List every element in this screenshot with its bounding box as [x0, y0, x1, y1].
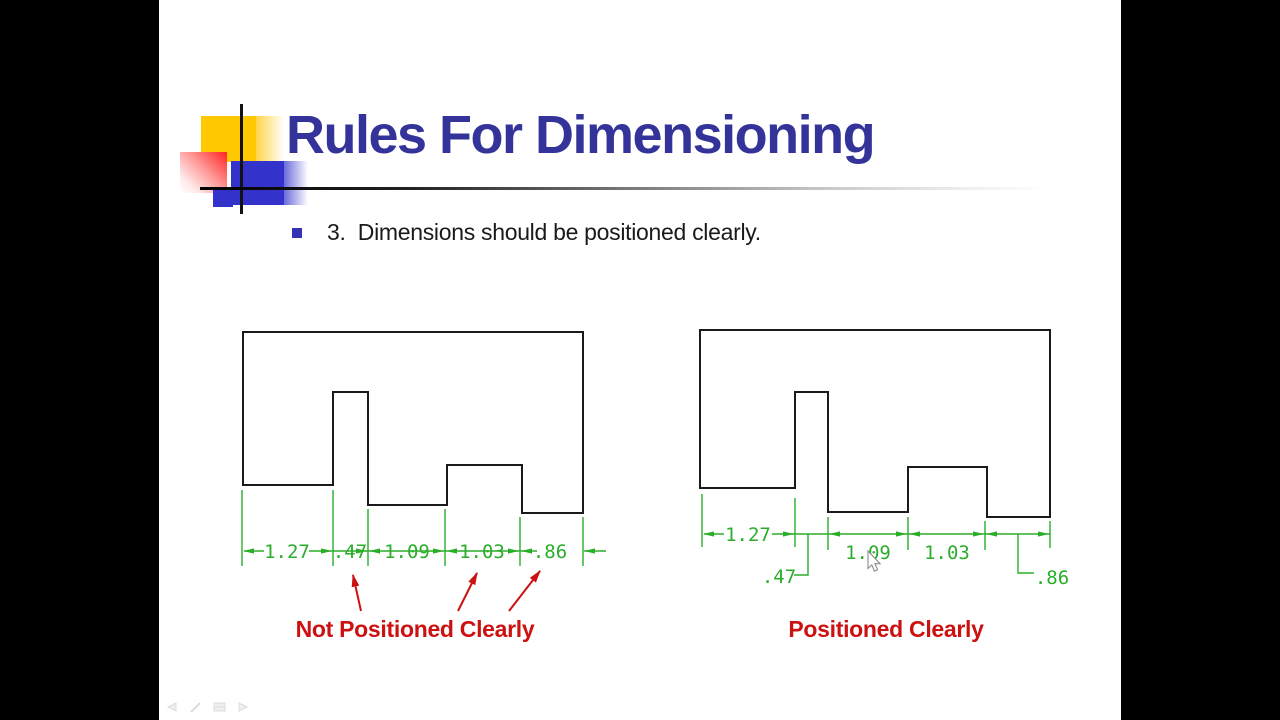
left-dimension-arrowheads	[243, 548, 595, 554]
previous-slide-icon[interactable]	[163, 700, 180, 714]
left-dim-1-09: 1.09	[384, 541, 430, 563]
right-dim-86: .86	[1035, 567, 1069, 589]
left-drawing-label: Not Positioned Clearly	[295, 616, 535, 642]
left-dim-1-03: 1.03	[459, 541, 505, 563]
mouse-cursor	[867, 549, 882, 572]
slideshow-toolbar	[163, 700, 263, 718]
logo-yellow-fade	[256, 116, 284, 162]
bullet-text: 3. Dimensions should be positioned clear…	[327, 219, 761, 245]
slide-title: Rules For Dimensioning	[286, 105, 876, 165]
logo-crosshair-line	[240, 104, 243, 214]
right-part-outline	[699, 329, 1051, 518]
right-dim-47: .47	[762, 566, 796, 588]
logo-blue-small-square	[213, 190, 233, 207]
right-dimension-arrowheads	[703, 531, 1049, 537]
red-callout-arrows	[351, 569, 541, 612]
right-drawing-label: Positioned Clearly	[788, 616, 984, 642]
bullet-icon	[292, 228, 302, 238]
title-divider-rule	[200, 187, 1050, 190]
slide-menu-icon[interactable]	[211, 700, 228, 714]
logo-blue-fade	[284, 161, 308, 205]
left-part-outline	[242, 331, 584, 514]
right-dim-1-03: 1.03	[924, 542, 970, 564]
left-dim-47: .47	[333, 541, 367, 563]
left-dim-1-27: 1.27	[264, 541, 310, 563]
pen-icon[interactable]	[187, 700, 204, 714]
next-slide-icon[interactable]	[235, 700, 252, 714]
logo-red-square	[180, 152, 227, 193]
right-dimension-lines	[701, 494, 1051, 576]
right-dim-1-27: 1.27	[725, 524, 771, 546]
left-dim-86: .86	[533, 541, 567, 563]
logo-blue-square	[231, 161, 284, 205]
